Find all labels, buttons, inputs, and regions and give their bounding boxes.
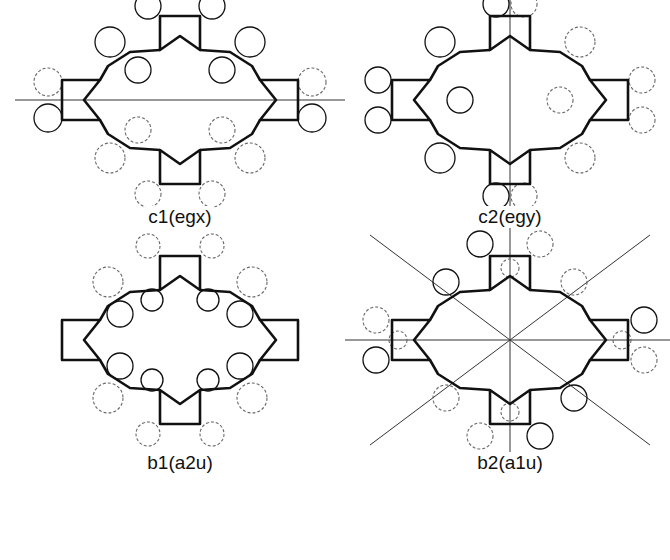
orbital-label: b1(a2u) (144, 452, 216, 474)
orbital-label: c2(egy) (475, 206, 544, 228)
orbital-label: b2(a1u) (474, 452, 546, 474)
orbital-label: c1(egx) (145, 206, 214, 228)
